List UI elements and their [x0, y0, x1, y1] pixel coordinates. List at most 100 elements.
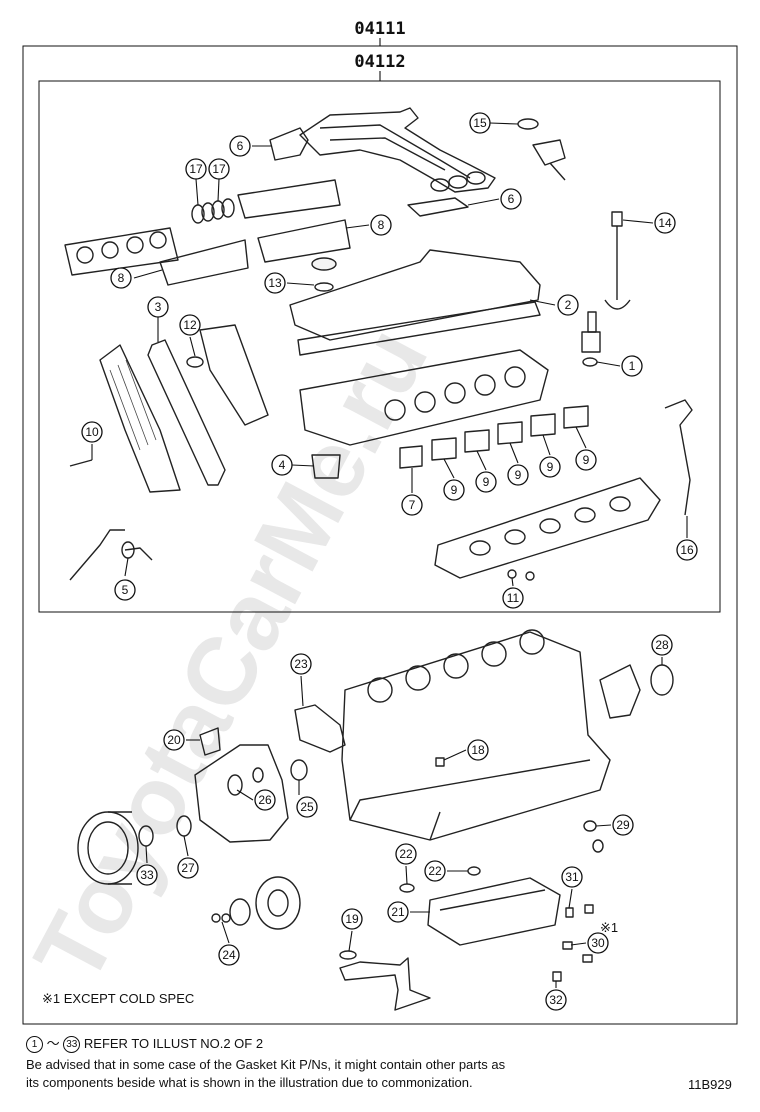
inner-part-code[interactable]: 04112	[354, 52, 405, 72]
o-ring-25-shape	[290, 759, 308, 781]
callout-28[interactable]: 28	[651, 634, 673, 656]
callout-21[interactable]: 21	[387, 901, 409, 923]
svg-text:5: 5	[122, 583, 129, 597]
except-cold-spec-note: ※1 EXCEPT COLD SPEC	[42, 991, 195, 1006]
bolt-10-shape	[69, 459, 93, 467]
svg-text:29: 29	[616, 818, 630, 832]
gasket-20-shape	[199, 727, 221, 756]
disclaimer-line-2: its components beside what is shown in t…	[26, 1075, 473, 1090]
callout-17b[interactable]: 17	[208, 158, 230, 180]
callout-9c[interactable]: 9	[507, 464, 529, 486]
bolt-24-shape	[211, 913, 231, 923]
callout-29[interactable]: 29	[612, 814, 634, 836]
callout-23[interactable]: 23	[290, 653, 312, 675]
callout-31[interactable]: 31	[561, 866, 583, 888]
svg-text:17: 17	[189, 162, 203, 176]
seal-22b-shape	[467, 866, 481, 876]
callout-4[interactable]: 4	[271, 454, 293, 476]
svg-text:27: 27	[181, 861, 195, 875]
callout-2[interactable]: 2	[557, 294, 579, 316]
exception-mark-label: ※1	[600, 920, 618, 935]
callout-9e[interactable]: 9	[575, 449, 597, 471]
svg-text:15: 15	[473, 116, 487, 130]
nuts-11-shape	[507, 569, 535, 581]
callout-22b[interactable]: 22	[424, 860, 446, 882]
callout-6a[interactable]: 6	[229, 135, 251, 157]
refer-from-number: 1	[26, 1036, 43, 1054]
callout-9b[interactable]: 9	[475, 471, 497, 493]
callout-16[interactable]: 16	[676, 539, 698, 561]
callout-22a[interactable]: 22	[395, 843, 417, 865]
svg-text:2: 2	[565, 298, 572, 312]
callout-9d[interactable]: 9	[539, 456, 561, 478]
svg-text:16: 16	[680, 543, 694, 557]
svg-text:6: 6	[237, 139, 244, 153]
intake-manifold-drawing	[299, 107, 496, 193]
svg-text:28: 28	[655, 638, 669, 652]
callout-10[interactable]: 10	[81, 421, 103, 443]
callout-6b[interactable]: 6	[500, 188, 522, 210]
intake-port-gaskets-shape	[399, 405, 589, 469]
svg-text:8: 8	[378, 218, 385, 232]
timing-cover-back-shape	[199, 324, 269, 426]
svg-text:9: 9	[547, 460, 554, 474]
exhaust-gasket-8b-shape	[257, 219, 351, 263]
callouts: 1 2 3 4 5 6 6 7 8 8 9 9 9 9 9 10 11 12 1…	[81, 112, 698, 1011]
spark-plug-shape	[581, 311, 601, 367]
svg-text:25: 25	[300, 800, 314, 814]
callout-19[interactable]: 19	[341, 908, 363, 930]
callout-33[interactable]: 33	[136, 864, 158, 886]
callout-8a[interactable]: 8	[370, 214, 392, 236]
svg-text:22: 22	[428, 864, 442, 878]
valve-cover-shape	[289, 249, 541, 356]
svg-text:33: 33	[140, 868, 154, 882]
callout-26[interactable]: 26	[254, 789, 276, 811]
callout-7[interactable]: 7	[401, 494, 423, 516]
callout-25[interactable]: 25	[296, 796, 318, 818]
manifold-gasket-shape	[269, 127, 309, 161]
refer-text: REFER TO ILLUST NO.2 OF 2	[83, 1036, 264, 1051]
seal-12-shape	[186, 356, 204, 368]
svg-text:4: 4	[279, 458, 286, 472]
crankshaft-pulley-shape	[77, 811, 139, 885]
rear-oil-seal-shape	[599, 664, 674, 719]
outer-part-code[interactable]: 04111	[354, 19, 405, 39]
callout-17a[interactable]: 17	[185, 158, 207, 180]
washer-15-shape	[517, 118, 539, 130]
o-ring-5-shape	[121, 541, 135, 559]
svg-text:17: 17	[212, 162, 226, 176]
intake-manifold-lower-shape	[427, 877, 561, 946]
callout-1[interactable]: 1	[621, 355, 643, 377]
illustration-id: 11B929	[688, 1077, 732, 1092]
callout-9a[interactable]: 9	[443, 479, 465, 501]
callout-27[interactable]: 27	[177, 857, 199, 879]
refer-illustration-note: 1 ～ 33 REFER TO ILLUST NO.2 OF 2	[26, 1033, 264, 1054]
outer-kit-frame	[22, 45, 738, 1025]
callout-5[interactable]: 5	[114, 579, 136, 601]
callout-12[interactable]: 12	[179, 314, 201, 336]
callout-11[interactable]: 11	[502, 587, 524, 609]
callout-18[interactable]: 18	[467, 739, 489, 761]
timing-belt-cover-shape	[99, 344, 181, 493]
svg-text:12: 12	[183, 318, 197, 332]
svg-text:3: 3	[155, 300, 162, 314]
callout-13[interactable]: 13	[264, 272, 286, 294]
svg-text:20: 20	[167, 733, 181, 747]
callout-24[interactable]: 24	[218, 944, 240, 966]
svg-text:26: 26	[258, 793, 272, 807]
seal-22a-shape	[399, 883, 415, 893]
callout-32[interactable]: 32	[545, 989, 567, 1011]
svg-text:9: 9	[483, 475, 490, 489]
small-plugs-shape	[552, 904, 594, 982]
callout-14[interactable]: 14	[654, 212, 676, 234]
throttle-body-gasket-shape	[407, 197, 469, 217]
timing-cover-gasket-shape	[147, 339, 226, 486]
callout-3[interactable]: 3	[147, 296, 169, 318]
exhaust-gasket-8a-shape	[159, 239, 249, 286]
refer-to-number: 33	[63, 1036, 81, 1054]
callout-20[interactable]: 20	[163, 729, 185, 751]
callout-8b[interactable]: 8	[110, 267, 132, 289]
callout-30[interactable]: 30	[587, 932, 609, 954]
callout-15[interactable]: 15	[469, 112, 491, 134]
